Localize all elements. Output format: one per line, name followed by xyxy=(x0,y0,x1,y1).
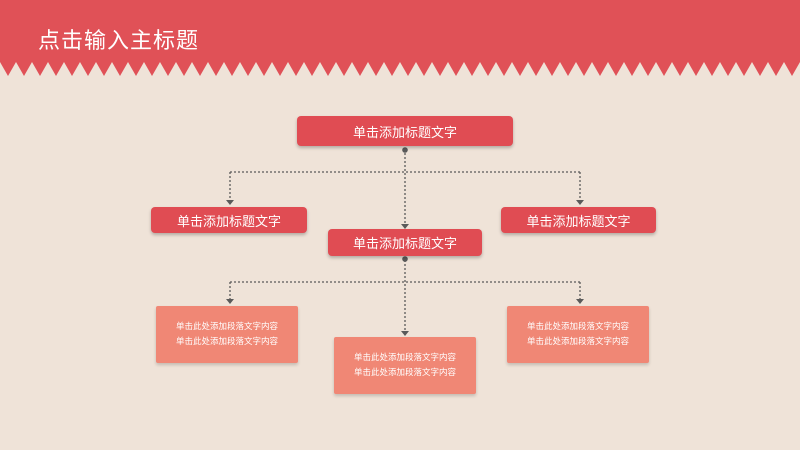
arrow-head xyxy=(401,331,409,336)
level3-left-node[interactable]: 单击此处添加段落文字内容 单击此处添加段落文字内容 xyxy=(156,306,298,363)
body-text-line: 单击此处添加段落文字内容 xyxy=(526,322,629,333)
arrow-head xyxy=(576,299,584,304)
body-text-line: 单击此处添加段落文字内容 xyxy=(526,336,629,347)
connector-dot-center xyxy=(402,256,408,262)
body-text-line: 单击此处添加段落文字内容 xyxy=(353,367,456,378)
body-text-line: 单击此处添加段落文字内容 xyxy=(175,322,278,333)
level3-center-node[interactable]: 单击此处添加段落文字内容 单击此处添加段落文字内容 xyxy=(334,337,476,394)
level2-right-node[interactable]: 单击添加标题文字 xyxy=(501,207,656,233)
page-title[interactable]: 点击输入主标题 xyxy=(38,29,200,54)
arrow-head xyxy=(226,200,234,205)
header-band xyxy=(0,0,800,76)
body-text-line: 单击此处添加段落文字内容 xyxy=(175,336,278,347)
arrow-head xyxy=(226,299,234,304)
level3-right-node[interactable]: 单击此处添加段落文字内容 单击此处添加段落文字内容 xyxy=(507,306,649,363)
root-node[interactable]: 单击添加标题文字 xyxy=(297,116,513,146)
connector-dot-root xyxy=(402,147,408,153)
level2-left-node[interactable]: 单击添加标题文字 xyxy=(151,207,307,233)
arrow-head xyxy=(401,224,409,229)
body-text-line: 单击此处添加段落文字内容 xyxy=(353,353,456,364)
level2-center-node[interactable]: 单击添加标题文字 xyxy=(328,229,482,256)
arrow-head xyxy=(576,200,584,205)
